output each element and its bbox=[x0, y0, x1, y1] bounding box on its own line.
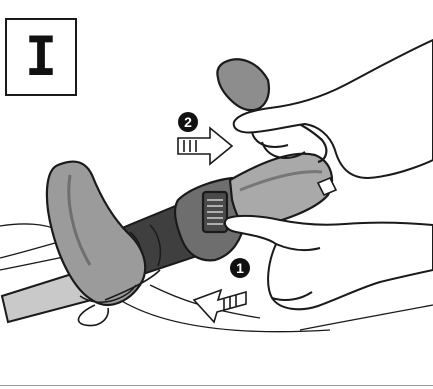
lower-hand bbox=[225, 216, 433, 309]
bottom-divider bbox=[0, 385, 433, 386]
push-arrow bbox=[178, 128, 232, 164]
upper-hand bbox=[234, 40, 433, 178]
press-arrow bbox=[194, 290, 246, 322]
step-marker-1: 1 bbox=[230, 258, 250, 278]
step-marker-2-label: 2 bbox=[184, 114, 192, 130]
step-marker-2: 2 bbox=[178, 112, 198, 132]
step-marker-1-label: 1 bbox=[236, 260, 244, 276]
